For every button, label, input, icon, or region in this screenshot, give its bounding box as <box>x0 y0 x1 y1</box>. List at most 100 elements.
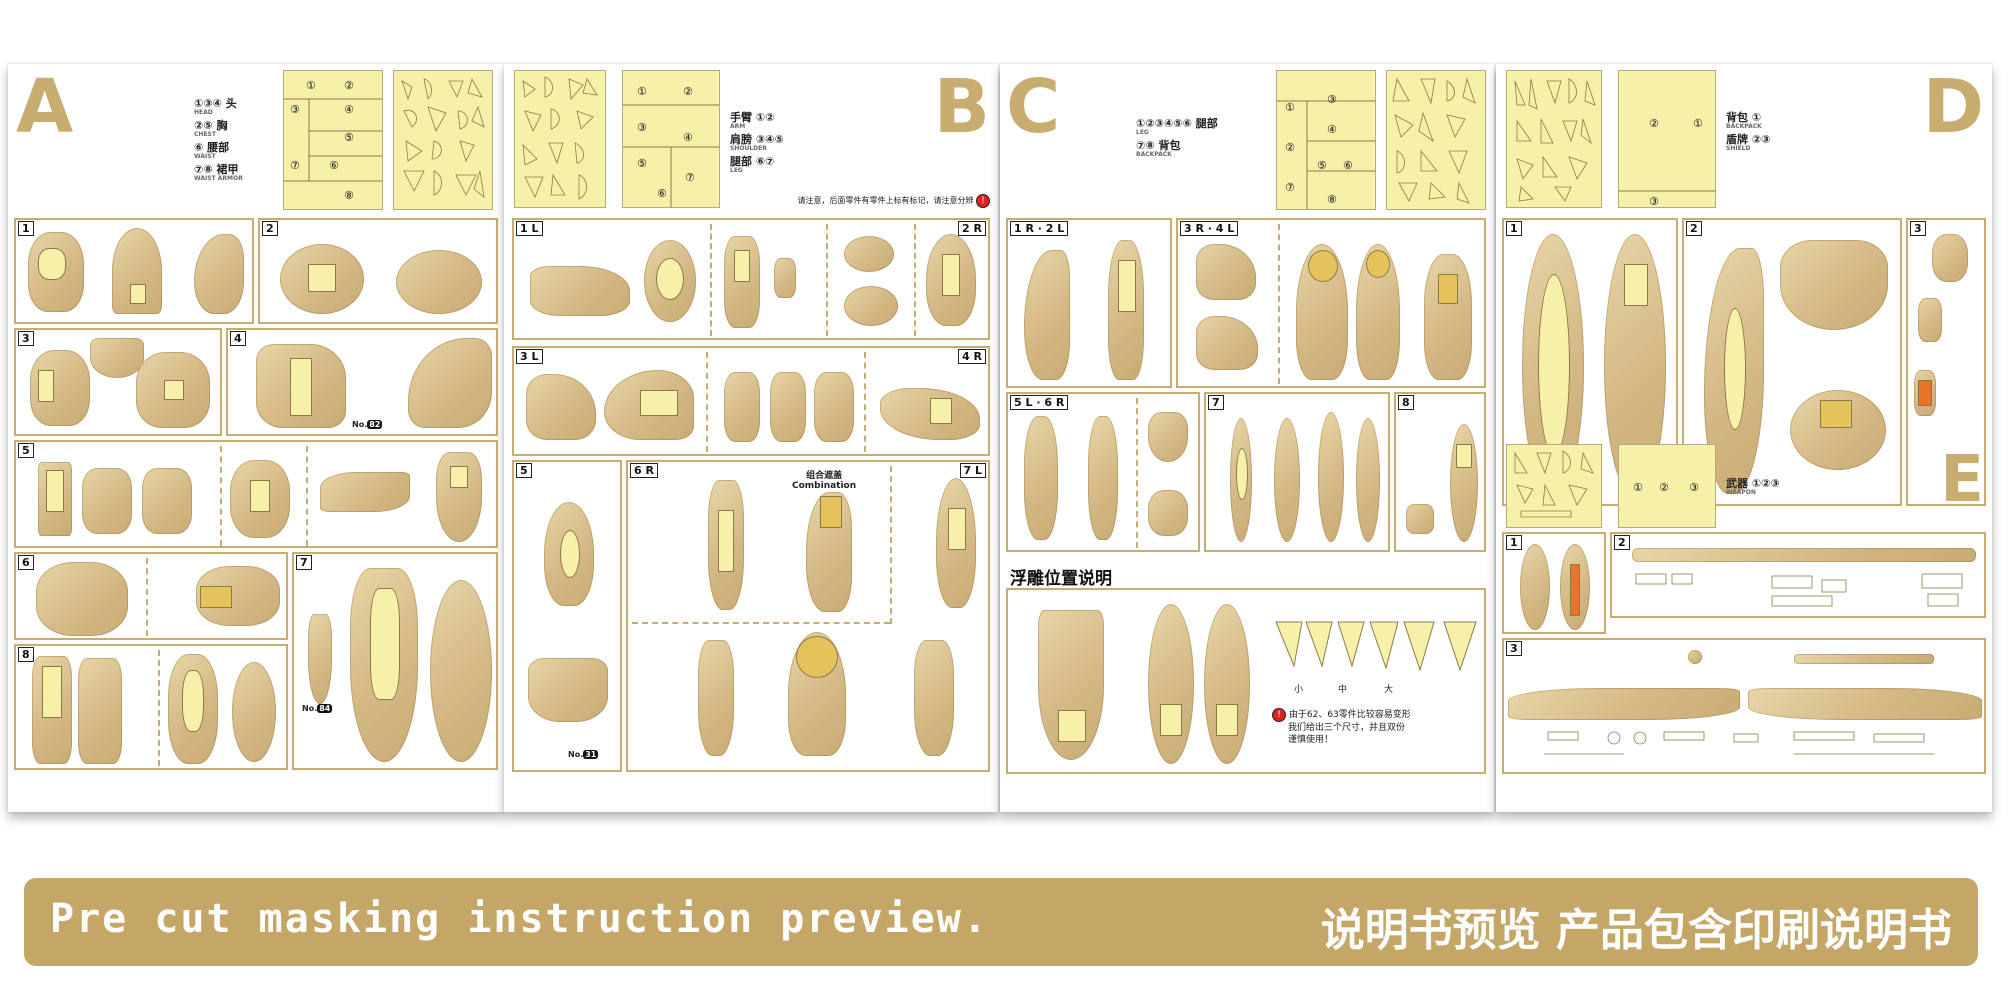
part-image <box>1790 390 1886 470</box>
part-image <box>814 372 854 442</box>
size-label-large: 大 <box>1384 685 1394 695</box>
size-label-medium: 中 <box>1338 685 1348 695</box>
svg-text:⑥: ⑥ <box>329 159 339 172</box>
part-image <box>230 460 290 538</box>
part-image <box>724 372 760 442</box>
svg-text:③: ③ <box>637 121 647 134</box>
step-panel-3: 3 <box>14 328 222 436</box>
step-number: 3 L <box>516 349 543 364</box>
part-image <box>1748 688 1982 720</box>
part-image <box>82 468 132 534</box>
part-image <box>1148 412 1188 462</box>
step-number: 3 <box>18 331 34 346</box>
step-panel-7: 7 No.84 <box>292 552 498 770</box>
svg-text:④: ④ <box>683 131 693 144</box>
svg-text:④: ④ <box>344 103 354 116</box>
precut-outlines <box>401 77 485 198</box>
svg-text:⑧: ⑧ <box>1327 193 1337 206</box>
step-number: 5 L · 6 R <box>1010 395 1069 410</box>
step-panel-1: 1 <box>14 218 254 324</box>
part-image <box>1196 316 1258 370</box>
part-image <box>28 232 84 312</box>
sheet-layout: ① ② ③ ④ ⑤ ⑥ ⑦ ⑧ <box>1277 93 1375 209</box>
banner-english-text: Pre cut masking instruction preview. <box>50 896 989 942</box>
page-letter-d: D <box>1922 64 1984 150</box>
part-image <box>1148 490 1188 536</box>
step-number: 3 R · 4 L <box>1180 221 1239 236</box>
step-number: 4 <box>230 331 246 346</box>
part-image <box>280 244 364 314</box>
part-image <box>350 568 418 762</box>
precut-outlines <box>1392 77 1476 204</box>
part-image <box>806 492 852 612</box>
svg-text:⑥: ⑥ <box>1343 159 1353 172</box>
divider <box>826 224 828 336</box>
part-image <box>36 562 128 636</box>
step-panel-8: 8 <box>14 644 288 770</box>
part-image <box>78 658 122 764</box>
part-image <box>1688 650 1702 664</box>
svg-text:⑧: ⑧ <box>344 189 354 202</box>
part-image <box>724 236 760 328</box>
precut-outlines <box>522 76 598 200</box>
part-image <box>320 472 410 512</box>
svg-text:⑥: ⑥ <box>657 187 667 200</box>
part-image <box>1560 544 1590 630</box>
divider <box>710 224 712 336</box>
precut-outlines <box>1514 450 1594 518</box>
part-image <box>1196 244 1256 300</box>
step-panel-d2: 2 <box>1682 218 1902 506</box>
deformation-note: ! 由于62、63零件比较容易变形 我们给出三个尺寸，并且双份 谨慎使用！ <box>1272 708 1411 746</box>
piece-number-label: No.82 <box>352 420 383 429</box>
part-image <box>196 566 280 626</box>
masking-sheet-numbered-d: ② ① ③ <box>1618 70 1716 208</box>
divider <box>1278 224 1280 384</box>
part-image <box>1204 604 1250 764</box>
step-number: 1 <box>18 221 34 236</box>
step-number: 6 R <box>630 463 658 478</box>
divider <box>890 466 892 624</box>
svg-text:⑤: ⑤ <box>1317 159 1327 172</box>
step-number: 1 <box>1506 535 1522 550</box>
masking-sheet-precut-e <box>1506 444 1602 528</box>
svg-text:①: ① <box>637 85 647 98</box>
svg-text:①: ① <box>1693 117 1703 130</box>
divider <box>146 558 148 636</box>
step-panel-1l-2r: 1 L 2 R <box>512 218 990 340</box>
part-image <box>1704 248 1764 494</box>
divider <box>864 352 866 452</box>
masking-sheet-precut-a <box>393 70 493 210</box>
masking-sheet-numbered-e: ① ② ③ <box>1618 444 1716 528</box>
divider <box>158 650 160 766</box>
part-image <box>112 228 162 314</box>
svg-text:⑤: ⑤ <box>637 157 647 170</box>
piece-number-label: No.31 <box>568 750 599 759</box>
part-image <box>232 662 276 762</box>
part-image <box>528 658 608 722</box>
part-image <box>30 350 90 426</box>
part-image <box>774 258 796 298</box>
step-panel-5: 5 No.31 <box>512 460 622 772</box>
part-image <box>1932 234 1968 282</box>
sheet-num: ① <box>306 79 316 92</box>
part-image <box>1356 418 1380 542</box>
divider <box>220 446 222 546</box>
step-number: 2 <box>1686 221 1702 236</box>
alert-icon: ! <box>976 194 990 208</box>
step-panel-5: 5 <box>14 440 498 548</box>
part-image <box>1406 504 1434 534</box>
instruction-page-b: B ① ② ③ ④ ⑤ ⑥ ⑦ <box>504 64 998 812</box>
step-panel-3l-4r: 3 L 4 R <box>512 346 990 456</box>
part-image <box>136 352 210 428</box>
sheet-layout: ① ② ③ ④ ⑤ ⑥ ⑦ ⑧ <box>284 79 382 202</box>
